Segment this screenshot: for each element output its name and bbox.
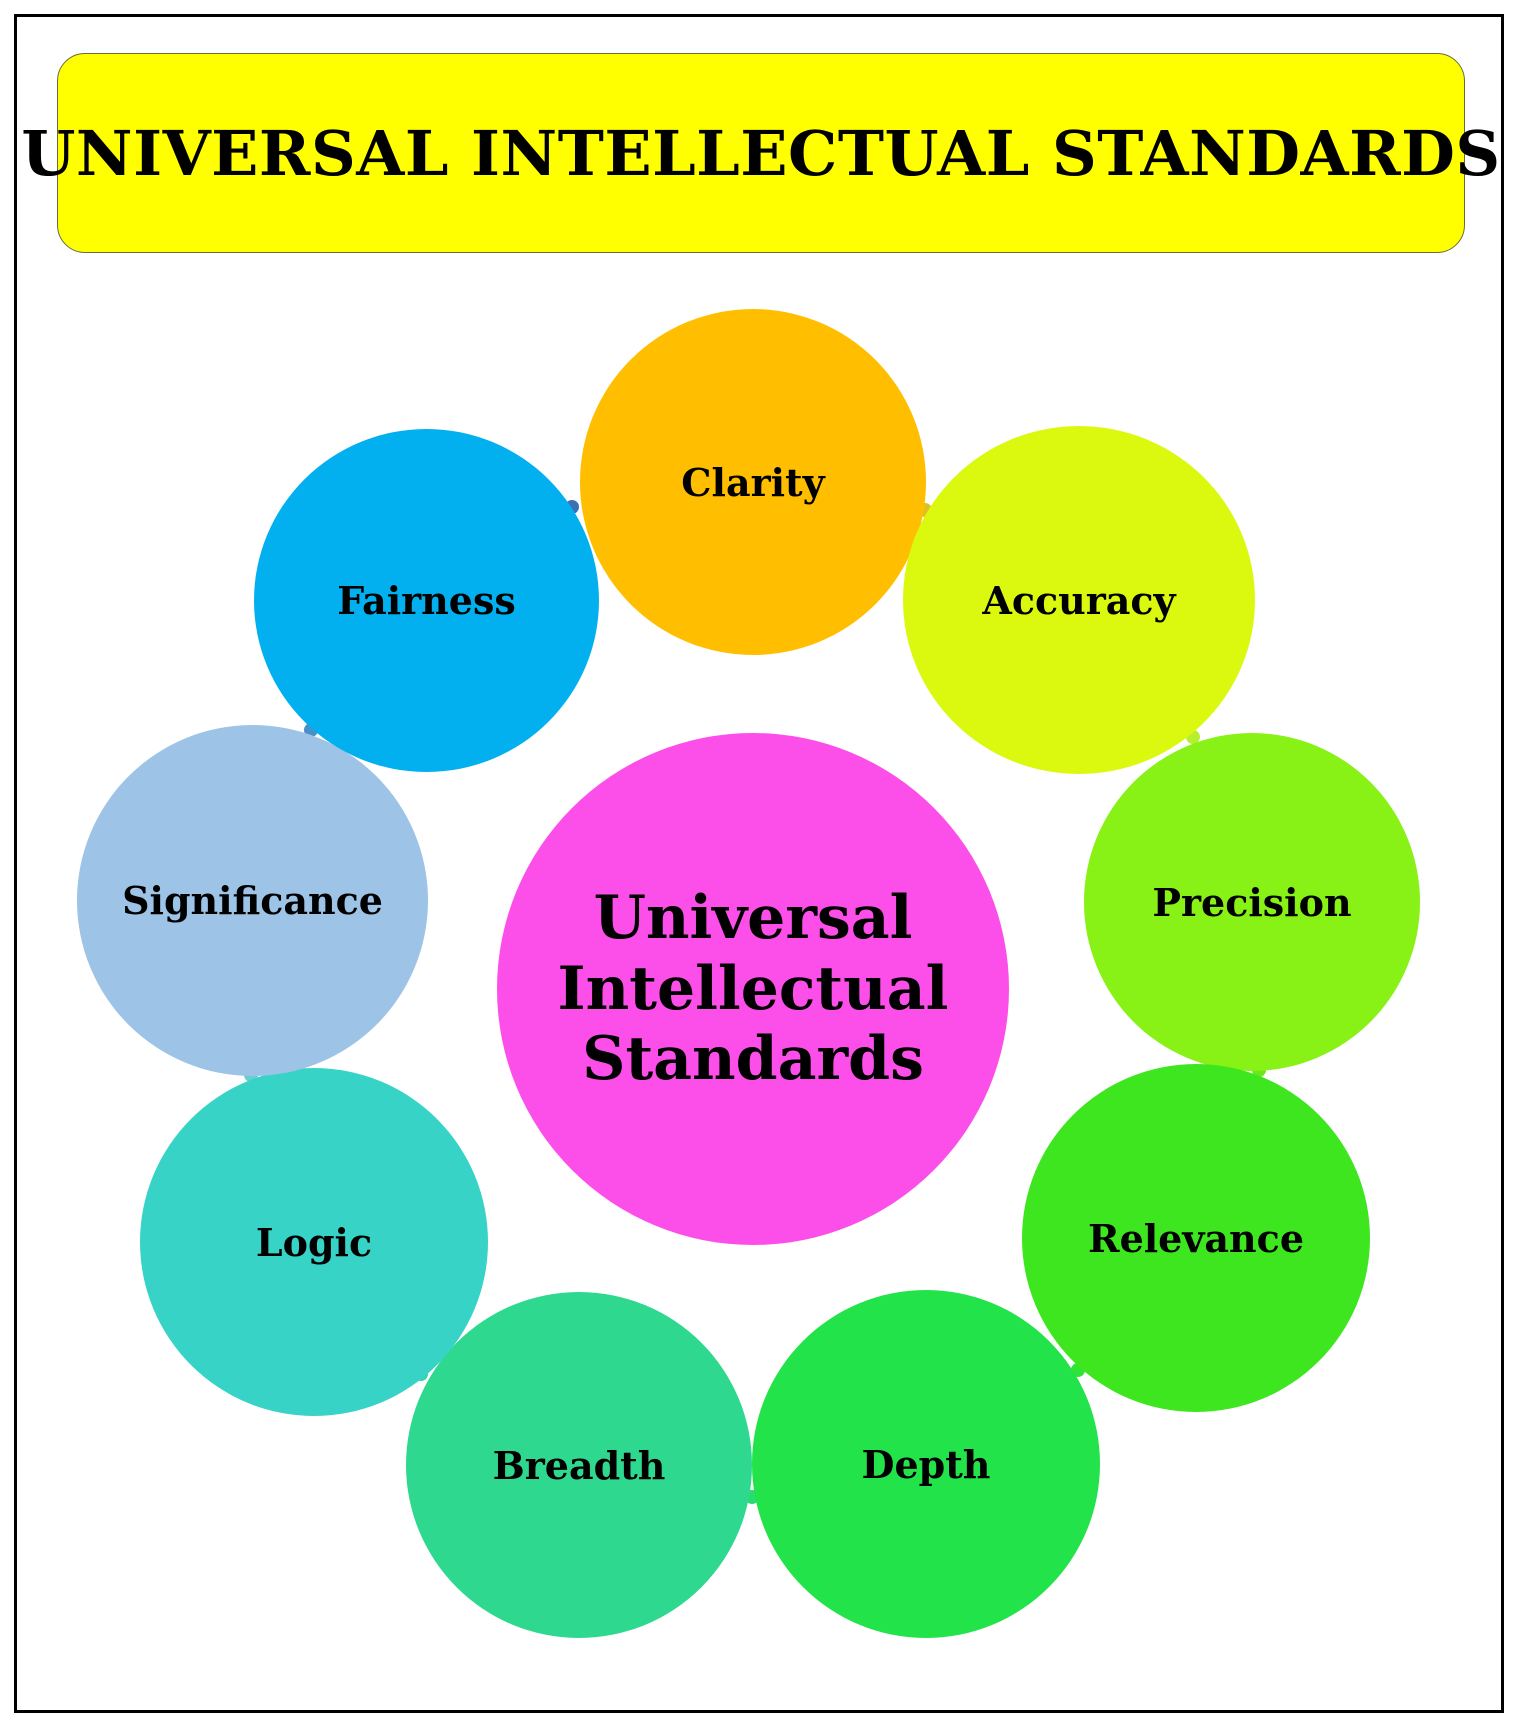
standard-circle-logic: Logic (140, 1068, 488, 1416)
standard-label: Logic (255, 1219, 373, 1265)
standard-circle-fairness: Fairness (254, 429, 599, 772)
center-label-line: Standards (582, 1024, 924, 1095)
standard-label: Breadth (492, 1442, 666, 1488)
page-title: UNIVERSAL INTELLECTUAL STANDARDS (21, 116, 1501, 190)
standard-label: Clarity (681, 459, 825, 505)
center-circle: Universal Intellectual Standards (497, 733, 1009, 1245)
standard-label: Accuracy (982, 577, 1176, 623)
standard-circle-depth: Depth (752, 1290, 1100, 1638)
standard-circle-accuracy: Accuracy (903, 426, 1255, 774)
center-label: Universal Intellectual Standards (558, 883, 949, 1095)
standard-circle-relevance: Relevance (1022, 1064, 1370, 1412)
center-label-line: Intellectual (557, 953, 949, 1024)
standard-label: Significance (122, 878, 383, 923)
title-banner: UNIVERSAL INTELLECTUAL STANDARDS (21, 53, 1500, 253)
standard-label: Relevance (1087, 1215, 1304, 1261)
center-label-line: Universal (593, 882, 913, 953)
standard-label: Fairness (337, 578, 516, 623)
standard-circle-precision: Precision (1084, 733, 1420, 1071)
standard-label: Precision (1152, 879, 1352, 925)
standard-circle-clarity: Clarity (580, 309, 926, 655)
standard-label: Depth (861, 1441, 991, 1487)
standard-circle-significance: Significance (77, 725, 428, 1076)
standard-circle-breadth: Breadth (406, 1292, 752, 1638)
